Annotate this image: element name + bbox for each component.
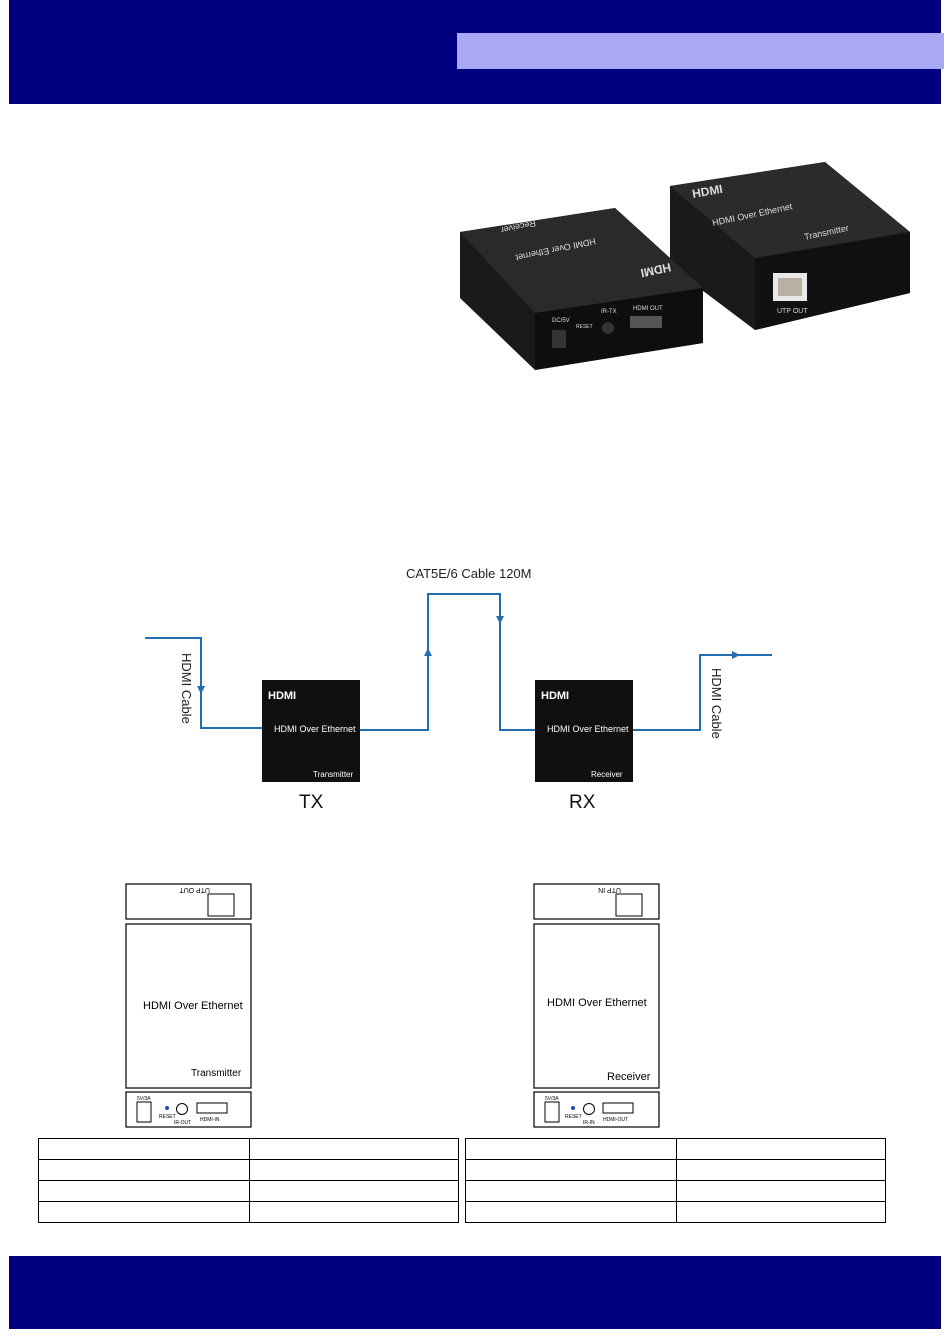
- rx-photo-port-dc: DC/5V: [552, 318, 570, 324]
- tx-panel-title: HDMI Over Ethernet: [143, 1000, 243, 1012]
- tx-unit: [262, 680, 360, 782]
- rx-box-role: Receiver: [591, 770, 623, 779]
- cable-label: CAT5E/6 Cable 120M: [406, 566, 532, 581]
- signal-path: [145, 593, 772, 731]
- arrow-right-out: [732, 651, 740, 659]
- tx-box-title: HDMI Over Ethernet: [274, 724, 356, 734]
- table-row: [38, 1201, 459, 1223]
- rx-caption: RX: [569, 792, 596, 813]
- tx-power-label: 5V/3A: [137, 1096, 151, 1102]
- tx-panel-role: Transmitter: [191, 1068, 242, 1079]
- arrow-down-mid: [496, 616, 504, 624]
- header-band: [9, 0, 944, 104]
- rx-photo-port-hdmi: HDMI OUT: [633, 306, 663, 312]
- table-row: [38, 1159, 459, 1181]
- tx-ir-label: IR-OUT: [174, 1120, 191, 1126]
- table-row: [38, 1138, 459, 1160]
- tx-caption: TX: [299, 792, 324, 813]
- tx-reset-label: RESET: [159, 1114, 176, 1120]
- rx-hdmi-label: HDMI-OUT: [603, 1117, 628, 1123]
- product-photo: HDMI HDMI Over Ethernet Transmitter UTP …: [460, 162, 910, 370]
- rx-box-brand: HDMI: [541, 690, 569, 702]
- tx-reset-led: [165, 1106, 169, 1110]
- rx-photo-brand: HDMI: [639, 260, 672, 280]
- tx-top-port-label: UTP OUT: [179, 886, 210, 893]
- rx-photo-port-reset: RESET: [576, 324, 593, 330]
- rx-reset-label: RESET: [565, 1114, 582, 1120]
- spec-table-left: [38, 1138, 459, 1223]
- header-title-box: [457, 33, 944, 69]
- rx-box-title: HDMI Over Ethernet: [547, 724, 629, 734]
- tx-photo-port: UTP OUT: [777, 308, 808, 315]
- rx-ir-label: IR-IN: [583, 1120, 595, 1126]
- rx-unit: [535, 680, 633, 782]
- rx-panel-role: Receiver: [607, 1071, 651, 1083]
- hdmi-cable-left-label: HDMI Cable: [179, 653, 194, 724]
- footer-band: [9, 1256, 941, 1329]
- table-row: [465, 1138, 886, 1160]
- connection-diagram: CAT5E/6 Cable 120M HDMI Cable HDMI Cable…: [145, 566, 772, 813]
- arrow-down-left: [197, 686, 205, 694]
- rx-photo-port-ir: IR-TX: [601, 309, 617, 315]
- table-row: [465, 1180, 886, 1202]
- rx-top-port-label: UTP IN: [598, 886, 621, 893]
- rx-power-label: 5V/3A: [545, 1096, 559, 1102]
- tx-box-brand: HDMI: [268, 690, 296, 702]
- tx-hdmi-label: HDMI-IN: [200, 1117, 220, 1123]
- spec-table-right: [465, 1138, 886, 1223]
- hdmi-cable-right-label: HDMI Cable: [709, 668, 724, 739]
- table-row: [465, 1201, 886, 1223]
- tx-box-role: Transmitter: [313, 770, 353, 779]
- tx-photo-brand: HDMI: [691, 182, 724, 201]
- rx-reset-led: [571, 1106, 575, 1110]
- table-row: [465, 1159, 886, 1181]
- rx-panel-drawing: UTP IN HDMI Over Ethernet Receiver 5V/3A…: [533, 883, 660, 1128]
- table-row: [38, 1180, 459, 1202]
- tx-panel-drawing: UTP OUT HDMI Over Ethernet Transmitter 5…: [125, 883, 252, 1128]
- rx-panel-title: HDMI Over Ethernet: [547, 997, 647, 1009]
- arrow-up-mid: [424, 648, 432, 656]
